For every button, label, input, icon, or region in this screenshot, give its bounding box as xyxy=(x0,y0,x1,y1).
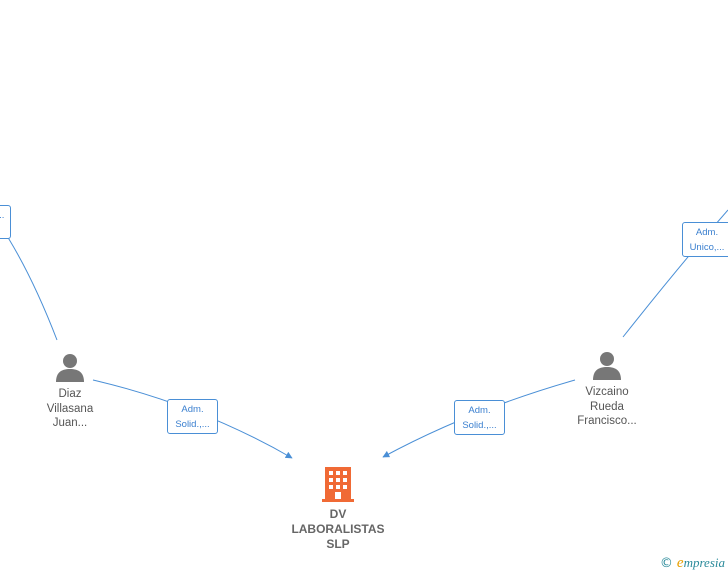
person-name-line: Diaz xyxy=(58,388,82,400)
person-node-vizcaino[interactable]: Vizcaino Rueda Francisco... xyxy=(562,350,652,429)
copyright-icon: © xyxy=(659,556,673,571)
person-name-line: Juan... xyxy=(52,417,88,429)
company-name-line: SLP xyxy=(326,537,350,551)
relation-role: Adm. xyxy=(468,405,491,416)
person-icon xyxy=(593,352,621,380)
relation-role: Adm. xyxy=(181,404,204,415)
building-icon xyxy=(322,467,354,502)
person-icon xyxy=(56,354,84,382)
person-name-line: Francisco... xyxy=(577,415,637,427)
relation-box-left-person[interactable]: Adm. Solid.,... xyxy=(167,399,218,434)
relation-box-right-person[interactable]: Adm. Solid.,... xyxy=(454,400,505,435)
person-name-line: Rueda xyxy=(590,400,624,413)
relation-box-right-offscreen[interactable]: Adm. Unico,... xyxy=(682,222,728,257)
empresia-watermark: ©empresia xyxy=(660,555,725,572)
person-name-line: Vizcaino xyxy=(585,386,629,398)
relation-detail: Unico,... xyxy=(689,242,725,253)
company-node-dv-laboralistas[interactable]: DV LABORALISTAS SLP xyxy=(283,466,393,552)
relation-role: Adm. xyxy=(695,227,719,238)
person-node-diaz[interactable]: Diaz Villasana Juan... xyxy=(29,352,111,431)
brand-name: mpresia xyxy=(683,555,725,570)
edge-offscreen-to-left-person xyxy=(0,224,58,341)
company-name-line: DV xyxy=(329,507,347,521)
relation-detail: ... xyxy=(0,210,5,221)
relation-detail: Solid.,... xyxy=(462,420,497,431)
relation-detail: Solid.,... xyxy=(175,419,210,430)
person-name-line: Villasana xyxy=(46,402,94,415)
company-name-line: LABORALISTAS xyxy=(291,522,385,536)
relation-box-left-offscreen[interactable]: ... xyxy=(0,205,11,239)
brand-initial: e xyxy=(676,555,684,571)
